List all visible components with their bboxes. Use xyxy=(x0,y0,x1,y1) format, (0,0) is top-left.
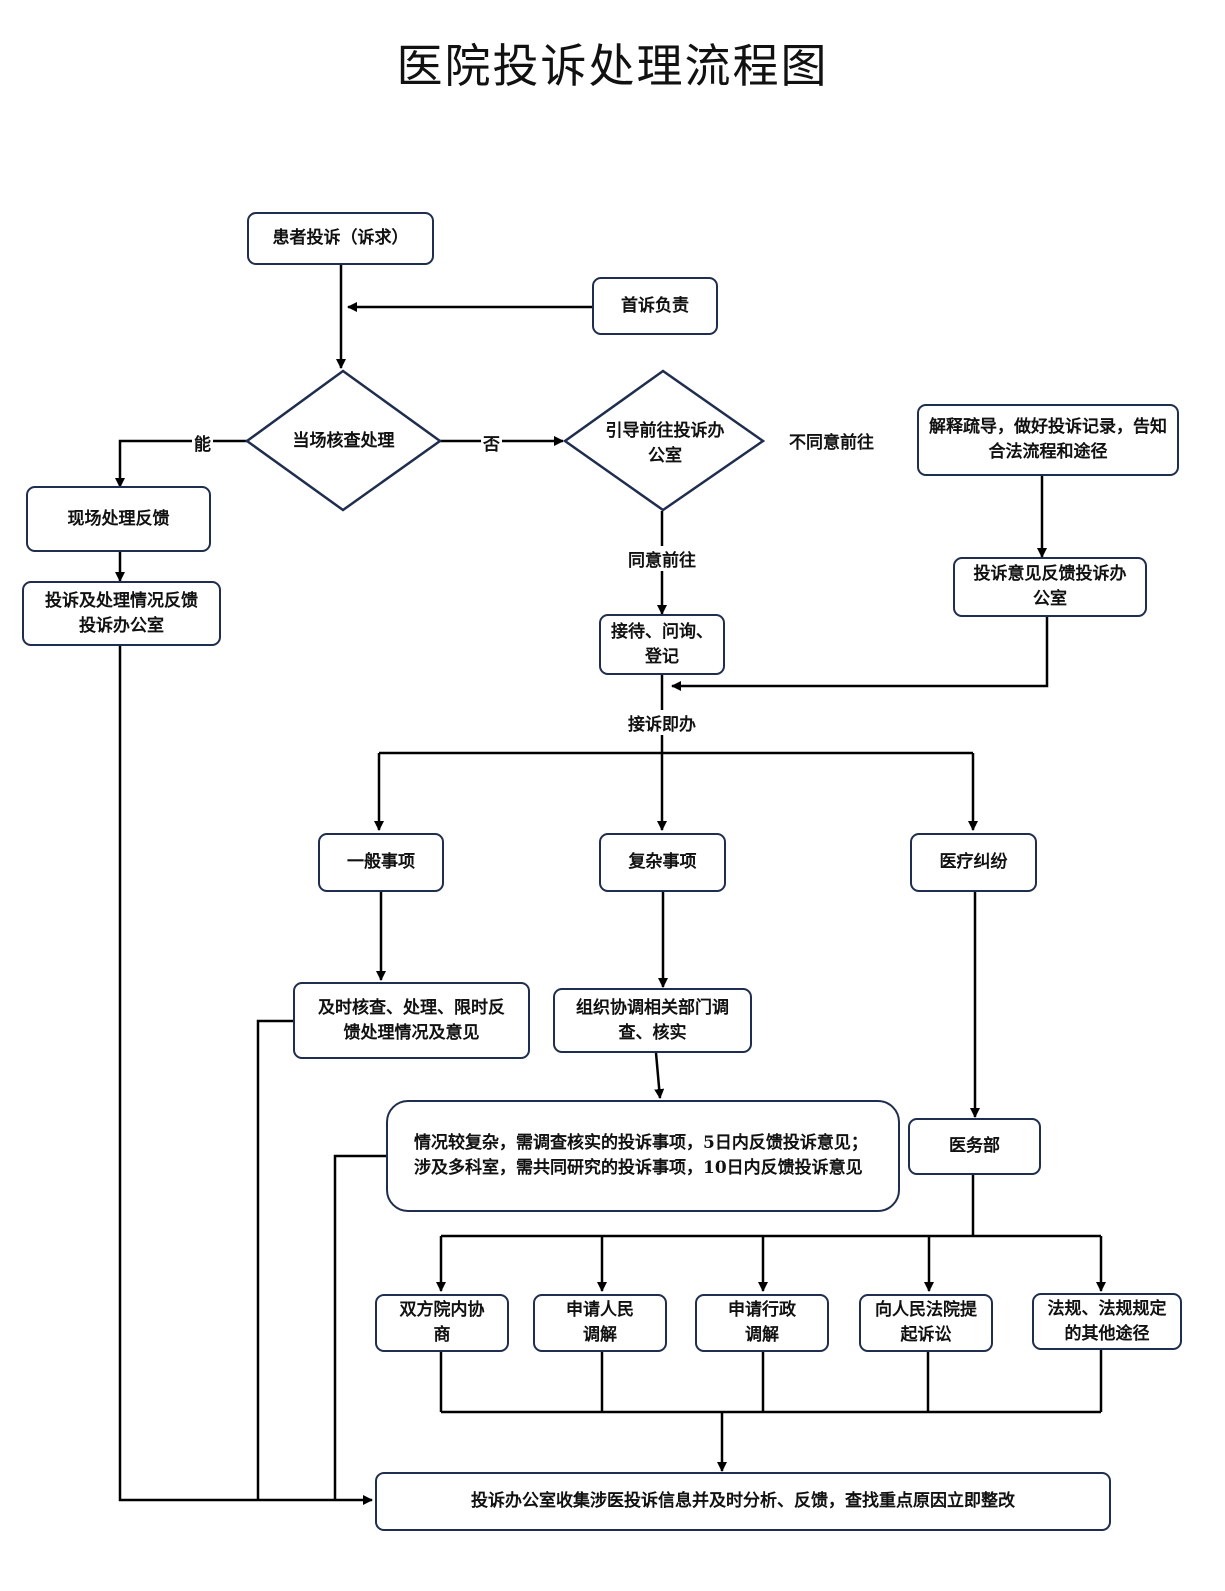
general-matters-box: 一般事项 xyxy=(318,833,444,892)
medical-affairs-label: 医务部 xyxy=(949,1136,1000,1156)
first-responsibility-label: 首诉负责 xyxy=(621,295,689,316)
edge-label-can: 能 xyxy=(192,430,213,455)
report-to-office-box: 投诉及处理情况反馈投诉办公室 xyxy=(22,581,221,646)
edge-left-to-final xyxy=(118,646,373,1505)
final-collect-label: 投诉办公室收集涉医投诉信息并及时分析、反馈，查找重点原因立即整改 xyxy=(471,1491,1015,1511)
peoples-mediation-box: 申请人民调解 xyxy=(533,1294,667,1352)
opinion-feedback-box: 投诉意见反馈投诉办公室 xyxy=(953,557,1147,617)
edge-organize-note xyxy=(654,1052,665,1099)
reception-label: 接待、问询、登记 xyxy=(611,621,713,667)
onsite-feedback-label: 现场处理反馈 xyxy=(67,508,170,529)
edge-label-disagree: 不同意前往 xyxy=(787,428,876,453)
timely-check-box: 及时核查、处理、限时反馈处理情况及意见 xyxy=(293,982,530,1059)
other-legal-label: 法规、法规规定的其他途径 xyxy=(1047,1298,1167,1344)
medical-affairs-box: 医务部 xyxy=(908,1118,1041,1175)
complex-note-box: 情况较复杂，需调查核实的投诉事项，5日内反馈投诉意见；涉及多科室，需共同研究的投… xyxy=(386,1100,900,1212)
medical-dispute-box: 医疗纠纷 xyxy=(910,833,1037,892)
court-litigation-label: 向人民法院提起诉讼 xyxy=(875,1300,977,1345)
onsite-feedback-box: 现场处理反馈 xyxy=(26,486,211,552)
edge-can xyxy=(115,439,247,488)
edge-label-no: 否 xyxy=(481,430,502,455)
final-collect-box: 投诉办公室收集涉医投诉信息并及时分析、反馈，查找重点原因立即整改 xyxy=(375,1472,1111,1531)
explain-record-label: 解释疏导，做好投诉记录，告知合法流程和途径 xyxy=(929,417,1167,462)
mutual-negotiation-label: 双方院内协商 xyxy=(399,1300,485,1345)
edge-opinion-return xyxy=(671,617,1049,691)
edge-label-agree: 同意前往 xyxy=(626,546,698,571)
patient-complaint-box: 患者投诉（诉求） xyxy=(247,212,434,265)
guide-diamond xyxy=(562,369,766,512)
edge-timely-left xyxy=(256,1019,293,1500)
other-legal-box: 法规、法规规定的其他途径 xyxy=(1032,1293,1182,1350)
explain-record-box: 解释疏导，做好投诉记录，告知合法流程和途径 xyxy=(917,404,1179,476)
peoples-mediation-label: 申请人民调解 xyxy=(566,1300,634,1345)
complex-matters-label: 复杂事项 xyxy=(628,852,697,872)
mutual-negotiation-box: 双方院内协商 xyxy=(375,1294,509,1352)
page-title: 医院投诉处理流程图 xyxy=(396,39,829,93)
timely-check-label: 及时核查、处理、限时反馈处理情况及意见 xyxy=(318,997,505,1043)
court-litigation-box: 向人民法院提起诉讼 xyxy=(859,1294,993,1352)
organize-departments-label: 组织协调相关部门调查、核实 xyxy=(576,997,729,1043)
first-responsibility-box: 首诉负责 xyxy=(592,277,718,335)
check-diamond xyxy=(244,369,443,512)
report-to-office-label: 投诉及处理情况反馈投诉办公室 xyxy=(45,590,198,636)
general-matters-label: 一般事项 xyxy=(347,852,415,872)
organize-departments-box: 组织协调相关部门调查、核实 xyxy=(553,988,752,1053)
complex-matters-box: 复杂事项 xyxy=(599,833,726,892)
complex-note-label: 情况较复杂，需调查核实的投诉事项，5日内反馈投诉意见；涉及多科室，需共同研究的投… xyxy=(414,1133,868,1178)
reception-box: 接待、问询、登记 xyxy=(599,614,725,675)
administrative-mediation-box: 申请行政调解 xyxy=(695,1294,829,1352)
administrative-mediation-label: 申请行政调解 xyxy=(728,1300,796,1345)
opinion-feedback-label: 投诉意见反馈投诉办公室 xyxy=(973,564,1127,609)
edge-note-left xyxy=(333,1154,387,1500)
onsite-check-label: 当场核查处理 xyxy=(292,430,395,451)
edge-label-handle-now: 接诉即办 xyxy=(626,710,698,735)
medical-dispute-label: 医疗纠纷 xyxy=(939,852,1008,872)
patient-complaint-label: 患者投诉（诉求） xyxy=(272,228,409,248)
guide-office-label: 引导前往投诉办公室 xyxy=(605,421,725,466)
